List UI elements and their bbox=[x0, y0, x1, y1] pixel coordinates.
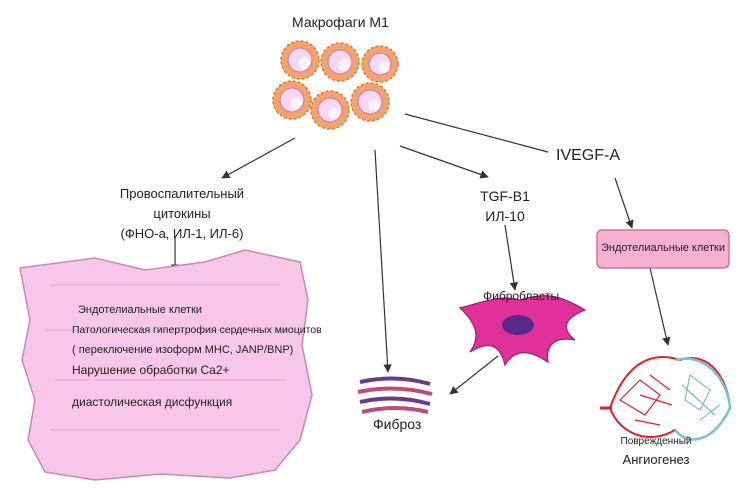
cardio-line-4: Нарушение обработки Ca2+ bbox=[72, 363, 230, 377]
macrophage-cell bbox=[280, 40, 320, 80]
arrow-fibroblast-to-fibrosis bbox=[449, 355, 499, 395]
cardiomyocyte-shape bbox=[19, 249, 313, 481]
cardiomyocyte-text: Эндотелиальные клетки Патологическая гип… bbox=[72, 300, 322, 412]
macrophage-cell bbox=[310, 90, 350, 130]
angiogenesis-line-2: Ангиогенез bbox=[622, 452, 690, 467]
macrophage-cell bbox=[350, 82, 390, 122]
angiogenesis-line-1: Поврежденный bbox=[620, 436, 692, 447]
arrow-to-fibrosis bbox=[374, 149, 392, 373]
endothelial-box bbox=[596, 229, 730, 269]
arrow-to-cytokines bbox=[221, 137, 296, 179]
vegf-label: IVEGF-A bbox=[556, 147, 621, 164]
vessel-network-icon bbox=[600, 356, 732, 441]
cytokines-line-3: (ФНО-а, ИЛ-1, ИЛ-6) bbox=[120, 226, 244, 241]
arrow-endothelial-to-angiogenesis bbox=[649, 267, 671, 346]
macrophages-title: Макрофаги М1 bbox=[292, 14, 389, 30]
cardio-line-2: Патологическая гипертрофия сердечных мио… bbox=[72, 324, 322, 336]
cytokines-line-2: цитокины bbox=[153, 206, 211, 221]
tgf-label: TGF-B1 ИЛ-10 bbox=[470, 186, 540, 226]
arrow-tgf-to-fibroblasts bbox=[504, 224, 519, 291]
cardio-line-5: диастолическая дисфункция bbox=[72, 395, 233, 409]
macrophage-cell bbox=[272, 80, 312, 120]
tgf-line-2: ИЛ-10 bbox=[485, 208, 525, 224]
arrow-vegf-to-endothelial bbox=[614, 177, 634, 229]
macrophage-cell bbox=[320, 42, 360, 82]
macrophage-cell bbox=[361, 45, 399, 83]
macrophage-cluster-icon bbox=[272, 40, 399, 130]
fibrosis-label: Фиброз bbox=[373, 416, 422, 432]
cardio-line-1: Эндотелиальные клетки bbox=[78, 304, 203, 316]
tgf-line-1: TGF-B1 bbox=[480, 188, 530, 204]
fibroblasts-label: Фибробласты bbox=[483, 289, 560, 303]
collagen-fibers-icon bbox=[357, 376, 433, 414]
cytokines-line-1: Провоспалительный bbox=[119, 186, 245, 201]
arrow-to-tgf bbox=[399, 145, 489, 179]
endothelial-box-label: Эндотелиальные клетки bbox=[600, 242, 726, 254]
arrows bbox=[170, 113, 671, 395]
cardio-line-3: ( переключение изоформ MHC, JANP/BNP) bbox=[72, 344, 294, 356]
angiogenesis-label: Поврежденный Ангиогенез bbox=[600, 436, 712, 467]
cytokines-label: Провоспалительный цитокины (ФНО-а, ИЛ-1,… bbox=[108, 184, 256, 244]
fibroblast-cell-icon bbox=[458, 295, 587, 367]
arrow-to-vegf bbox=[404, 113, 549, 153]
